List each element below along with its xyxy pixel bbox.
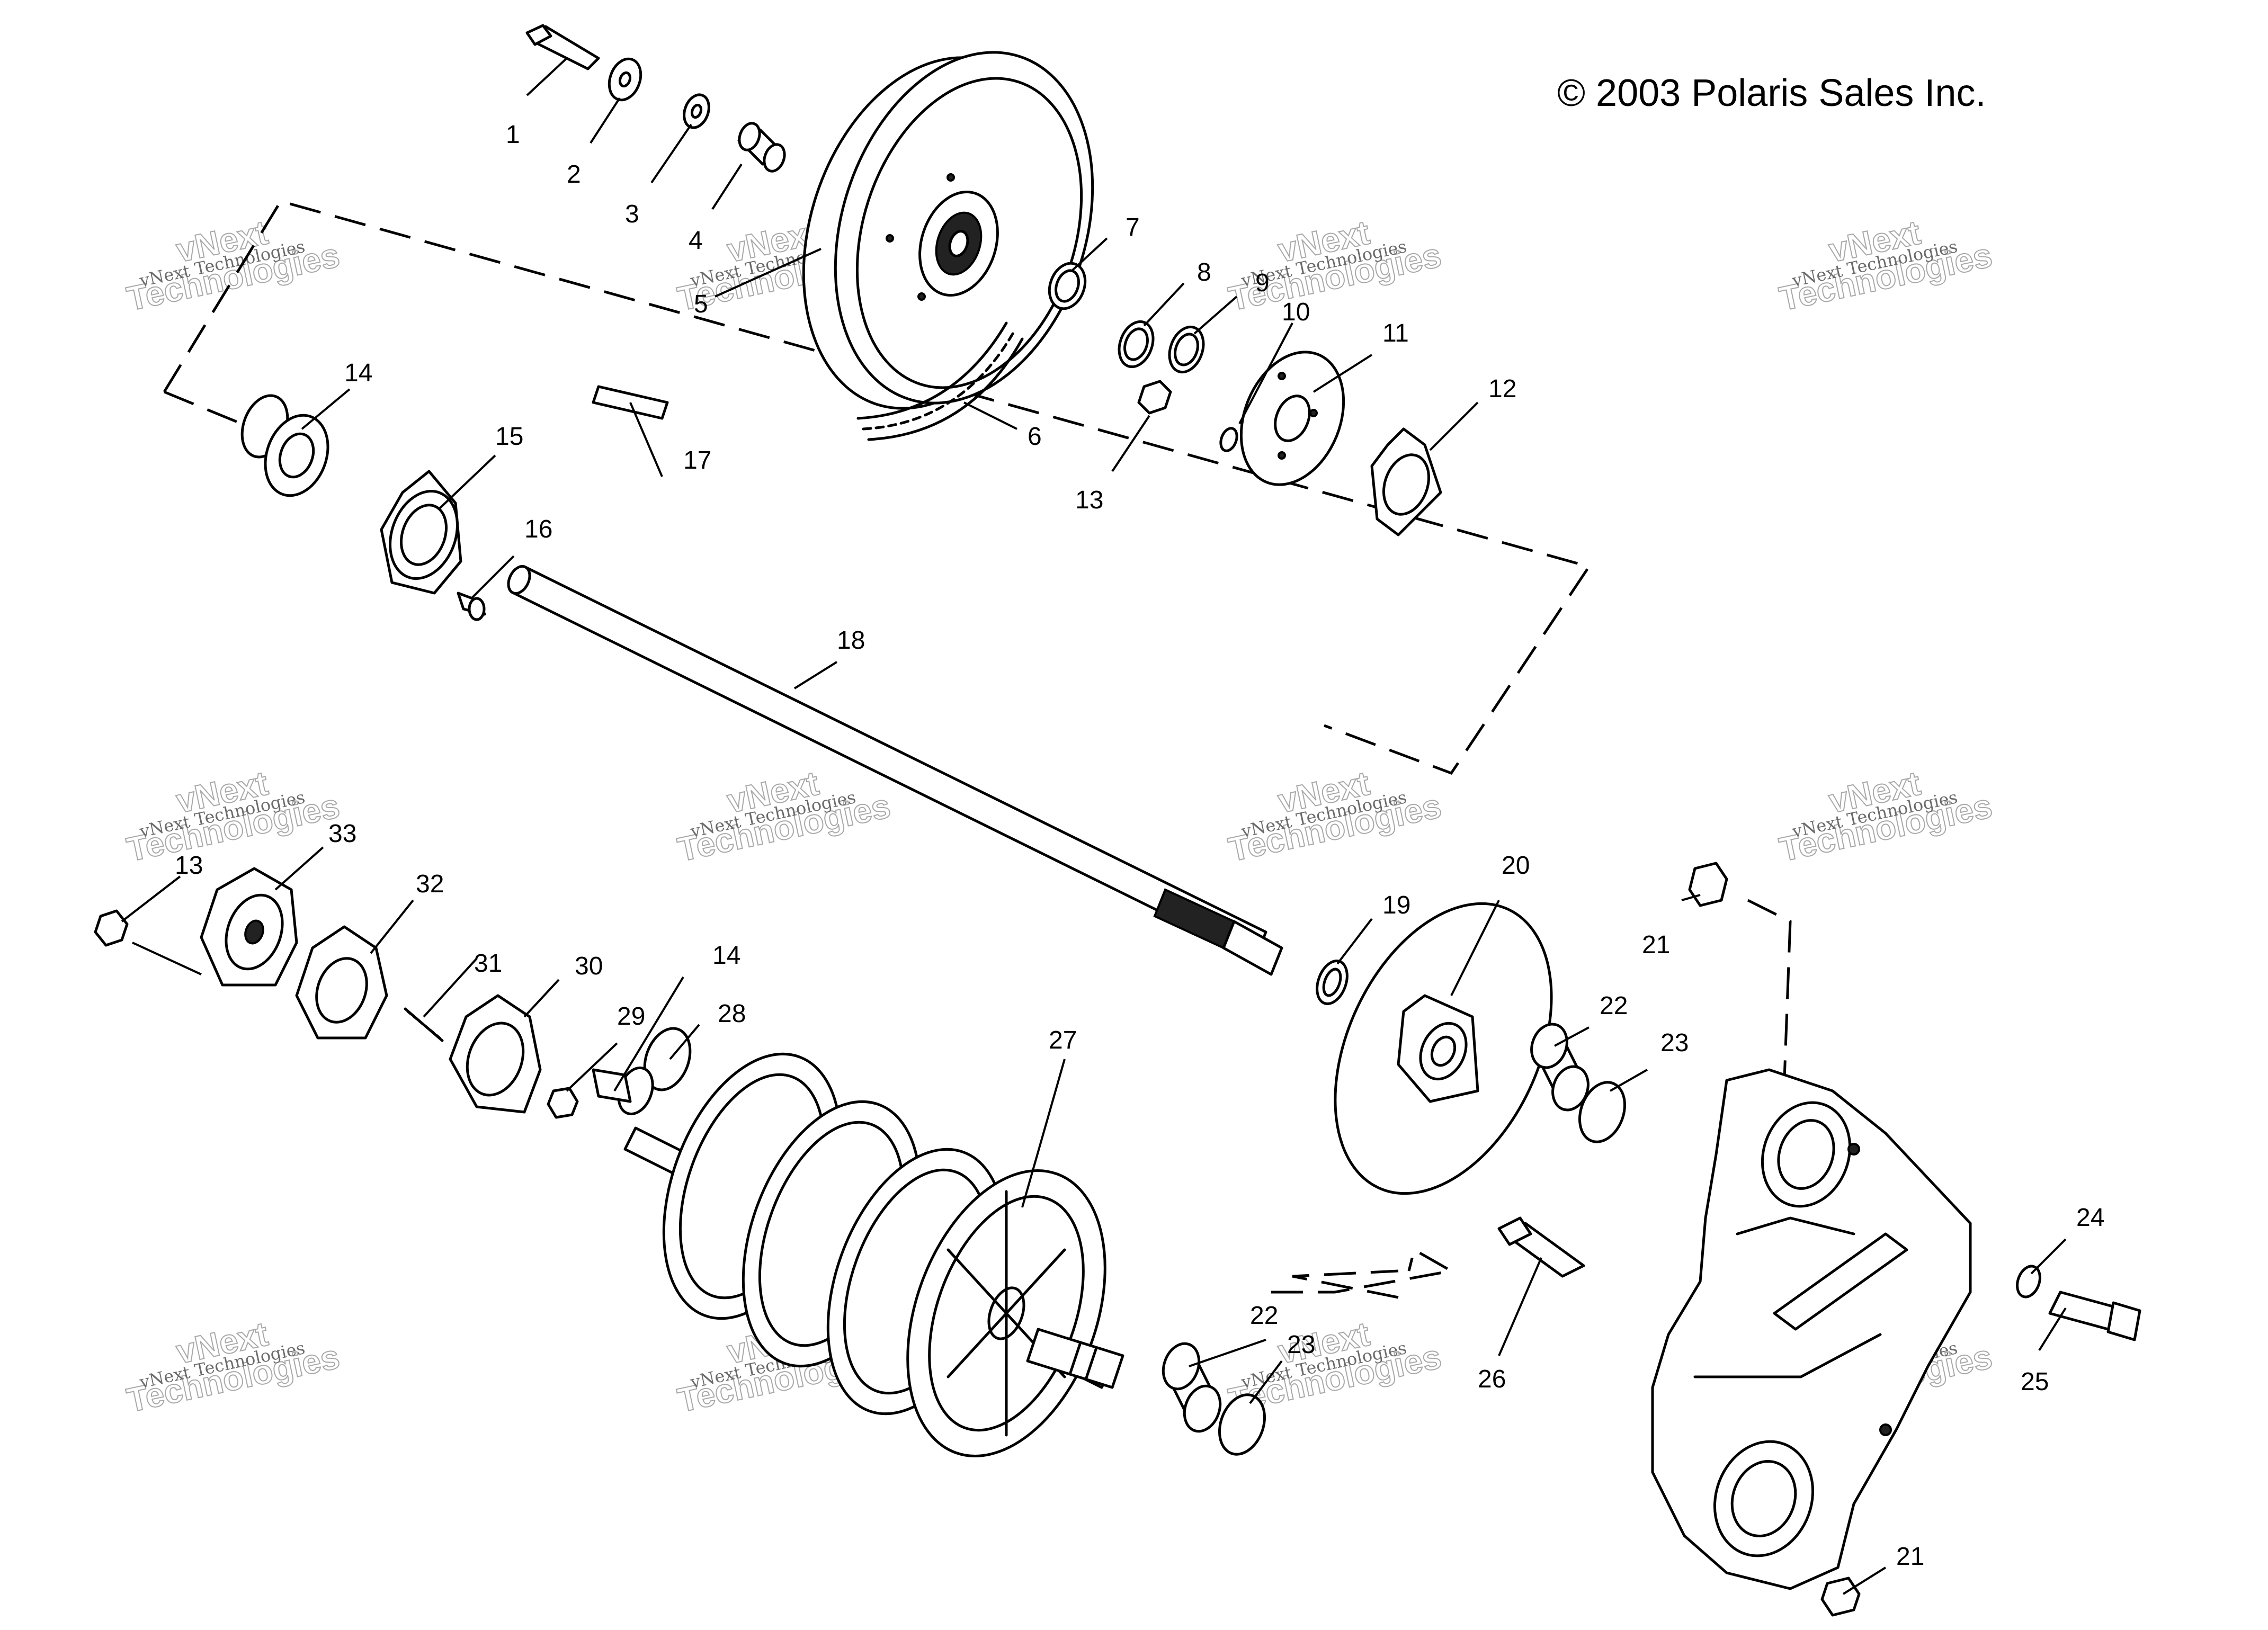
callout-23-upper: 23 [1660,1029,1689,1057]
part-12-flange [1370,427,1442,536]
callout-6: 6 [1028,423,1042,451]
part-23-cap-lower [1218,1393,1266,1456]
callout-32: 32 [416,870,444,898]
callout-20: 20 [1502,852,1530,880]
part-15-flange [380,470,462,595]
watermark: vNext Technologies vNext Technologies [123,212,343,318]
part-21-nut-lower [1820,1577,1861,1617]
watermark: vNext Technologies vNext Technologies [1775,763,1996,869]
part-33-flange [200,867,298,987]
callout-22-upper: 22 [1600,992,1628,1020]
callout-11: 11 [1382,319,1409,347]
callout-28: 28 [718,1000,746,1028]
callout-33: 33 [328,820,356,848]
part-13-nut-lower [94,909,129,947]
part-2-washer [608,57,642,102]
part-23-cap-upper [1578,1081,1627,1143]
part-26-bolt [1497,1216,1585,1278]
part-24-washer [2016,1265,2041,1298]
watermark: vNext Technologies vNext Technologies [1225,212,1445,318]
callout-25: 25 [2021,1368,2049,1396]
callout-14-upper: 14 [344,359,372,387]
part-4-spacer [737,122,786,173]
callout-17: 17 [683,446,711,474]
callout-3: 3 [625,200,639,228]
part-7-seal [1048,262,1087,310]
callout-2: 2 [567,160,581,189]
part-22-bearing-lower [1162,1342,1222,1433]
copyright-text: © 2003 Polaris Sales Inc. [1557,72,1986,114]
callouts: 1 2 3 4 5 6 7 8 9 10 11 12 13 14 15 16 1… [175,121,2104,1571]
part-9-ring [1168,325,1205,374]
part-5-sprocket [802,51,1094,410]
assembly-outline-lower-2 [1271,1248,1456,1294]
callout-9: 9 [1255,269,1270,297]
part-14-bearing-lower [592,1066,654,1116]
part-31-stud [404,1007,444,1042]
part-8-ring [1118,320,1155,369]
part-19-snap-ring [1316,960,1349,1005]
part-1-bolt [525,24,600,70]
callout-21-upper: 21 [1642,931,1670,959]
part-3-washer [683,93,710,129]
callout-5: 5 [694,290,708,318]
part-13-nut-upper [1137,380,1172,415]
part-10-washer [1219,427,1238,452]
part-20-disc [1334,902,1553,1195]
callout-31: 31 [474,950,502,978]
watermark: vNext Technologies vNext Technologies [123,1314,343,1420]
callout-7: 7 [1126,213,1140,241]
callout-16: 16 [524,515,552,543]
callout-19: 19 [1382,891,1410,919]
callout-14-lower: 14 [712,942,740,970]
watermark: vNext Technologies vNext Technologies [123,763,343,869]
part-16-bolt [457,592,486,621]
callout-4: 4 [689,227,703,255]
part-18-shaft [507,565,1283,976]
callout-15: 15 [495,423,523,451]
part-14-bearing-upper [240,394,329,497]
part-25-bolt [2048,1291,2141,1341]
chaincase-housing [1651,1068,1972,1590]
part-29-nut [547,1087,579,1119]
callout-8: 8 [1197,258,1211,286]
callout-27: 27 [1049,1026,1077,1054]
callout-13-lower: 13 [175,852,203,880]
watermark: vNext Technologies vNext Technologies [1225,763,1445,869]
callout-21-lower: 21 [1896,1543,1924,1571]
callout-29: 29 [617,1002,645,1031]
callout-13-upper: 13 [1075,486,1103,514]
assembly-line-upper-2 [164,390,255,431]
callout-30: 30 [575,952,603,980]
callout-23-lower: 23 [1287,1331,1315,1359]
callout-12: 12 [1488,375,1516,403]
part-28-hub [643,1027,692,1091]
callout-24: 24 [2076,1204,2104,1232]
part-11-disc [1239,351,1345,486]
callout-26: 26 [1478,1365,1506,1393]
part-30-flange [449,994,542,1114]
callout-18: 18 [837,626,865,655]
assembly-outline-lower-3 [1292,1269,1399,1299]
part-6-chain [856,321,1024,441]
part-27-driveshaft [623,1052,1124,1457]
leader-lines [121,57,2067,1595]
callout-1: 1 [506,121,520,149]
watermark: vNext Technologies vNext Technologies [674,763,894,869]
callout-10: 10 [1282,298,1310,326]
watermark: vNext Technologies vNext Technologies [1775,212,1996,318]
assembly-outline-upper [163,200,1591,775]
callout-22-lower: 22 [1250,1302,1278,1330]
part-32-gasket [295,925,388,1040]
part-21-nut-upper [1688,862,1728,907]
